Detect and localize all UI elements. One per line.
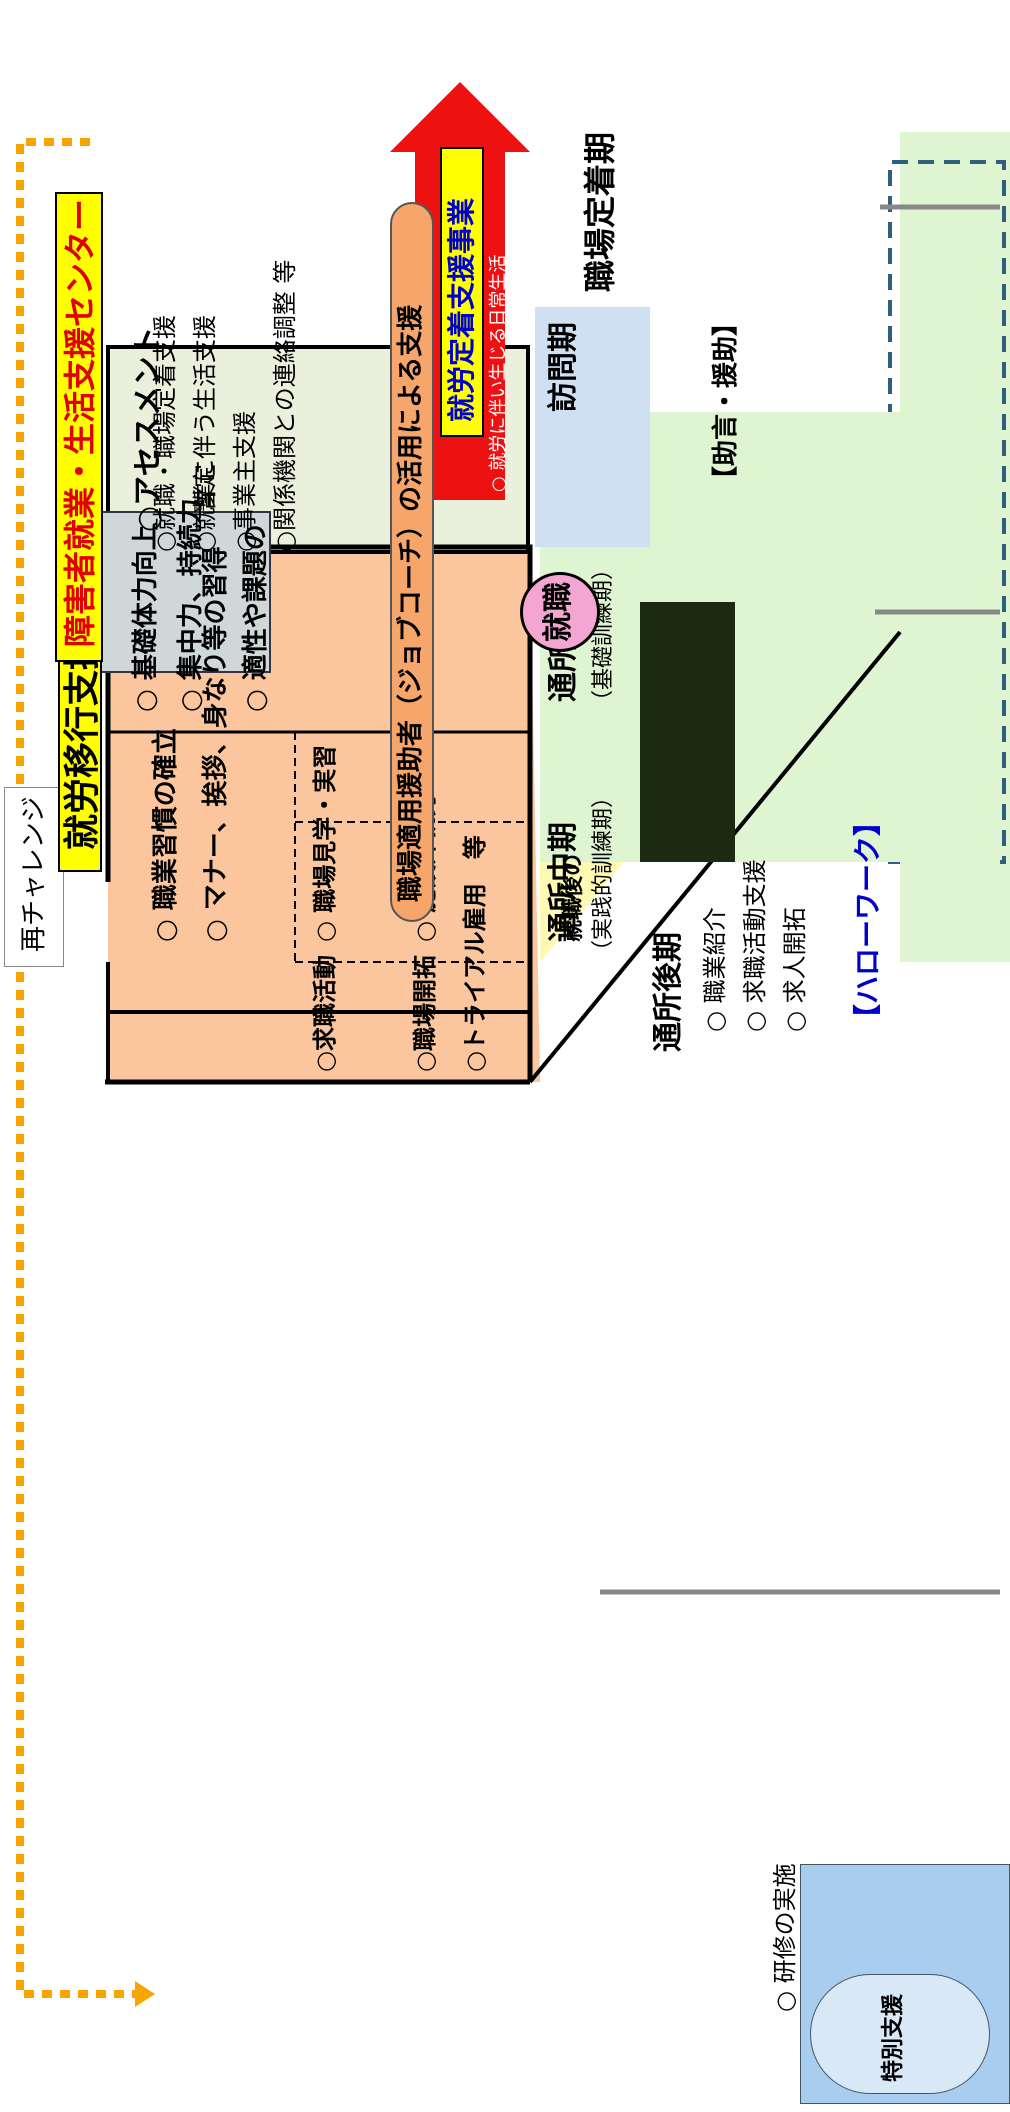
mid-c1: ○求職活動 [311, 955, 339, 1072]
job-coach-label: 職場適用援助者（ジョブコーチ）の活用による支援 [396, 304, 426, 902]
hellowork-line-1: ○ 職業紹介 [701, 907, 729, 1032]
employment-label: 就職 [541, 582, 576, 642]
center-line-3: ○事業主支援 [231, 411, 259, 552]
center-line-4: ○関係機関との連絡調整 等 [271, 259, 299, 552]
advice-label: 【助言・援助】 [711, 309, 741, 492]
early-line-1: ○ 基礎体力向上 [131, 524, 161, 712]
mid-a-2: ○ マナー、挨拶、身なり等の習得 [201, 546, 231, 942]
hellowork-building [640, 602, 735, 862]
phase-early-sub: （基礎訓練期） [591, 557, 616, 712]
mid-c3: ○トライアル雇用 等 [461, 835, 489, 1072]
phase-visit: 訪問期 [546, 322, 581, 412]
phase-mid-sub: （実践的訓練期） [591, 785, 616, 962]
mid-c2: ○職場開拓 [411, 955, 439, 1072]
hellowork-line-2: ○ 求職活動支援 [741, 859, 769, 1032]
rechallenge-path [16, 138, 138, 1998]
retention-line-1: ○ 就労に伴い生じる日常生活 [488, 254, 509, 492]
hellowork-label: 【ハローワーク】 [851, 807, 884, 1032]
green-panel-border [888, 160, 1006, 864]
phase-late: 通所後期 [651, 932, 686, 1052]
training-label: ○ 研修の実施 [771, 1863, 799, 2012]
center-line-2: ○就業に伴う生活支援 [191, 315, 219, 552]
early-line-4: ○ 適性や課題の [241, 524, 271, 712]
mid-a-1: ○ 職業習慣の確立 [151, 728, 181, 942]
audience-student-label: 特別支援 [881, 1993, 906, 2082]
hellowork-line-3: ○ 求人開拓 [781, 907, 809, 1032]
phase-retention: 職場定着期 [581, 131, 619, 292]
center-line-1: ○就職・職場定着支援 [151, 315, 179, 552]
rechallenge-label: 再チャレンジ [19, 796, 49, 952]
phase-mid: 通所中期 [546, 822, 581, 942]
mid-b1: ○ 職場見学・実習 [311, 744, 339, 942]
center-title: 障害者就業・生活支援センター [61, 198, 99, 647]
retention-title: 就労定着支援事業 [445, 197, 478, 422]
